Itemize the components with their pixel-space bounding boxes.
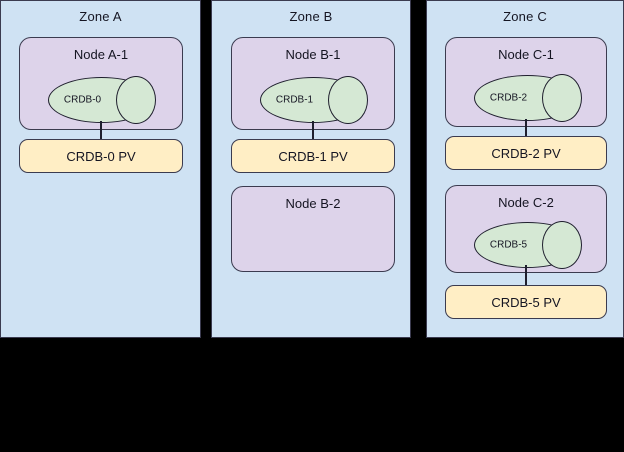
node-c-2[interactable]: Node C-2 CRDB-5 <box>445 185 607 273</box>
database-crdb-5[interactable]: CRDB-5 <box>474 221 582 269</box>
zone-b-title: Zone B <box>289 9 333 24</box>
connector-node-a-1-to-crdb-0-pv <box>100 121 102 140</box>
cylinder-cap-icon <box>328 76 368 124</box>
connector-node-b-1-to-crdb-1-pv <box>312 121 314 140</box>
cylinder-cap-icon <box>116 76 156 124</box>
node-a-1[interactable]: Node A-1 CRDB-0 <box>19 37 183 130</box>
node-c-1[interactable]: Node C-1 CRDB-2 <box>445 37 607 127</box>
pv-crdb-1-label: CRDB-1 PV <box>278 148 348 164</box>
cylinder-cap-icon <box>542 221 582 269</box>
connector-node-c-2-to-crdb-5-pv <box>525 265 527 285</box>
database-crdb-2-label: CRDB-2 <box>489 92 528 104</box>
database-crdb-5-label: CRDB-5 <box>489 239 528 251</box>
database-crdb-1[interactable]: CRDB-1 <box>260 76 368 124</box>
database-crdb-0-label: CRDB-0 <box>63 94 102 106</box>
pv-crdb-2-label: CRDB-2 PV <box>491 145 561 161</box>
connector-node-c-1-to-crdb-2-pv <box>525 119 527 137</box>
pv-crdb-0-label: CRDB-0 PV <box>66 148 136 164</box>
pv-crdb-0[interactable]: CRDB-0 PV <box>19 139 183 173</box>
zone-c[interactable]: Zone C Node C-1 CRDB-2 CRDB-2 PV Node C-… <box>426 0 624 338</box>
pv-crdb-5[interactable]: CRDB-5 PV <box>445 285 607 319</box>
pv-crdb-1[interactable]: CRDB-1 PV <box>231 139 395 173</box>
node-c-2-title: Node C-2 <box>498 195 554 210</box>
node-a-1-title: Node A-1 <box>73 47 129 62</box>
database-crdb-2[interactable]: CRDB-2 <box>474 74 582 122</box>
zone-a[interactable]: Zone A Node A-1 CRDB-0 CRDB-0 PV <box>0 0 201 338</box>
node-b-1-title: Node B-1 <box>285 47 341 62</box>
zone-c-title: Zone C <box>503 9 547 24</box>
database-crdb-0[interactable]: CRDB-0 <box>48 76 156 124</box>
node-c-1-title: Node C-1 <box>498 47 554 62</box>
zone-b[interactable]: Zone B Node B-1 CRDB-1 CRDB-1 PV Node B-… <box>211 0 411 338</box>
pv-crdb-5-label: CRDB-5 PV <box>491 294 561 310</box>
node-b-1[interactable]: Node B-1 CRDB-1 <box>231 37 395 130</box>
pv-crdb-2[interactable]: CRDB-2 PV <box>445 136 607 170</box>
zone-a-title: Zone A <box>79 9 122 24</box>
database-crdb-1-label: CRDB-1 <box>275 94 314 106</box>
node-b-2[interactable]: Node B-2 <box>231 186 395 272</box>
cylinder-cap-icon <box>542 74 582 122</box>
node-b-2-title: Node B-2 <box>285 196 341 211</box>
